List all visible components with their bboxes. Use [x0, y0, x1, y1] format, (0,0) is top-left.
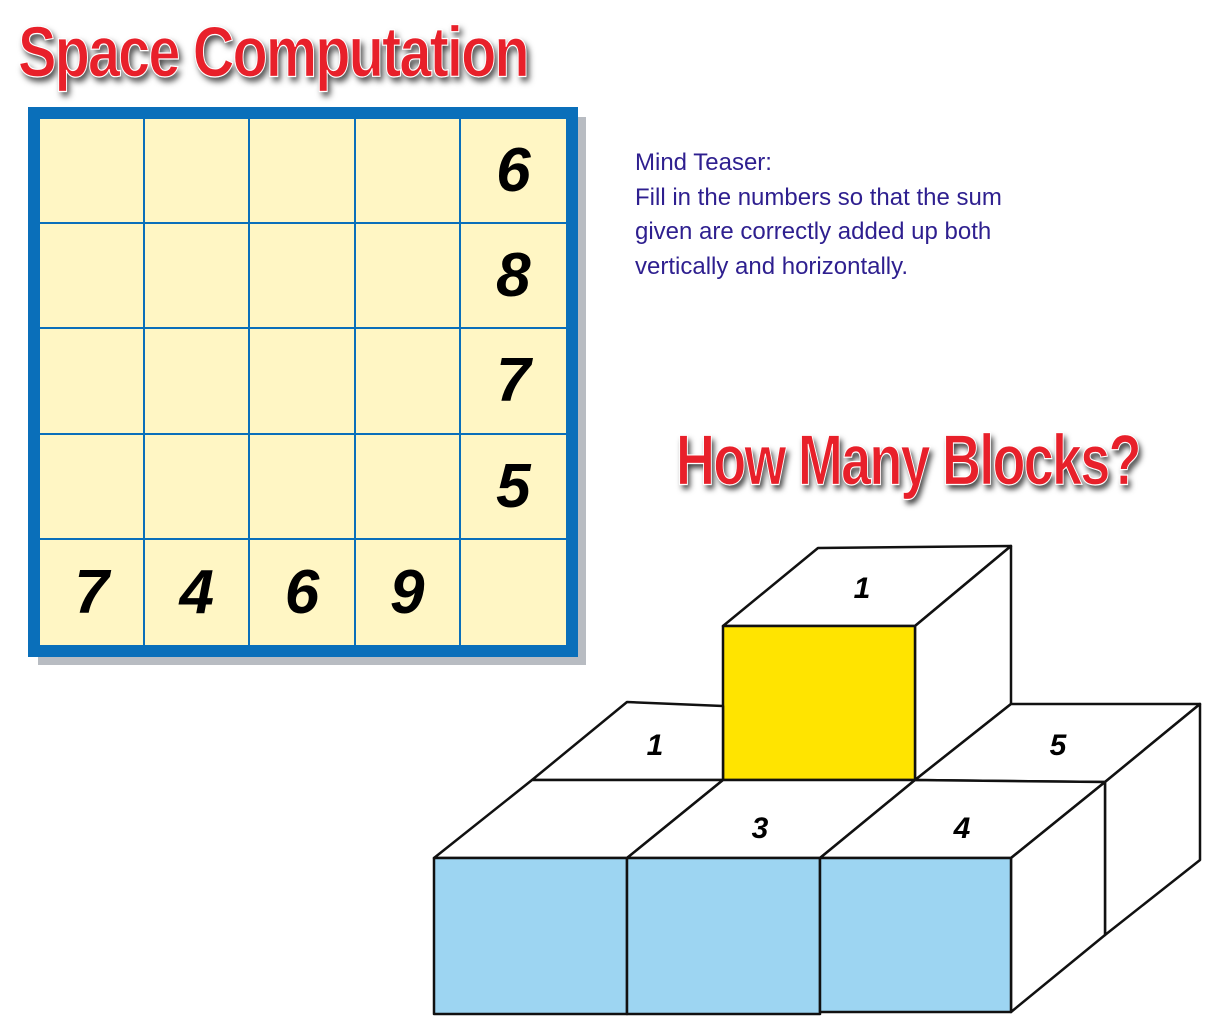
grid-cell-sum: 7	[40, 539, 146, 645]
grid-cell-empty[interactable]	[250, 434, 356, 540]
grid-cell-empty[interactable]	[145, 119, 251, 225]
teaser-heading: Mind Teaser:	[635, 149, 772, 176]
grid-cell-empty[interactable]	[250, 224, 356, 330]
grid-cell-empty[interactable]	[355, 119, 461, 225]
grid-cell-empty[interactable]	[40, 224, 146, 330]
teaser-line: given are correctly added up both	[635, 218, 992, 245]
grid-cell-empty[interactable]	[40, 119, 146, 225]
mind-teaser: Mind Teaser: Fill in the numbers so that…	[635, 146, 1002, 284]
grid-cell-sum: 5	[460, 435, 566, 540]
teaser-line: Fill in the numbers so that the sum	[635, 183, 1002, 211]
grid-cell-empty[interactable]	[355, 224, 461, 330]
grid-cell-sum: 9	[356, 539, 461, 645]
label-top-cube: 1	[854, 572, 871, 605]
back-left-top-face	[530, 700, 725, 782]
grid-cell-empty[interactable]	[355, 434, 461, 540]
grid-cell-sum: 6	[460, 119, 566, 225]
label-back-right: 5	[1050, 729, 1068, 762]
label-back-left: 1	[647, 729, 664, 762]
grid-cell-empty[interactable]	[355, 329, 461, 435]
grid-cell-empty[interactable]	[145, 329, 251, 435]
top-cube-front-face	[721, 624, 917, 782]
space-computation-title: Space Computation	[18, 13, 531, 93]
grid-cell-empty[interactable]	[250, 329, 356, 435]
front-left-face	[432, 856, 629, 1016]
how-many-blocks-title: How Many Blocks?	[676, 421, 1142, 502]
grid-cell-empty[interactable]	[40, 434, 146, 540]
grid-cell-sum: 6	[250, 539, 356, 645]
grid-cell-sum: 8	[460, 224, 566, 330]
teaser-line: vertically and horizontally.	[635, 252, 909, 280]
grid-cell-empty[interactable]	[145, 224, 251, 330]
label-front-right: 4	[953, 812, 971, 845]
grid-cell-empty[interactable]	[40, 329, 146, 435]
grid-cell-sum: 4	[145, 539, 251, 645]
grid-cell-empty[interactable]	[145, 434, 251, 540]
front-right-face	[818, 856, 1013, 1014]
front-middle-face	[625, 856, 822, 1016]
label-front-middle: 3	[752, 812, 769, 845]
grid-cell-sum: 7	[460, 329, 566, 435]
grid-cell-empty[interactable]	[250, 119, 356, 225]
